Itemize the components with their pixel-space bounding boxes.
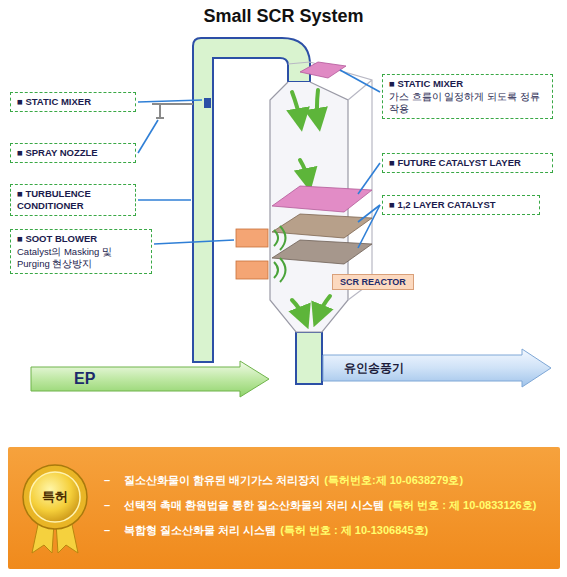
callout-box: ■ STATIC MIXER xyxy=(10,92,136,112)
callout-box: ■ SOOT BLOWERCatalyst의 Masking 및 Purging… xyxy=(10,229,152,274)
static-mixer-plate xyxy=(300,62,346,78)
patent-medal: 특허 xyxy=(20,463,90,555)
arrow-shape xyxy=(30,360,270,398)
callout-heading: ■ STATIC MIXER xyxy=(389,78,546,90)
leader-line xyxy=(154,240,234,244)
wave xyxy=(274,262,278,278)
reactor-label: SCR REACTOR xyxy=(332,274,414,290)
patent-line: – 선택적 촉매 환원법을 통한 질소산화물의 처리 시스템 (특허 번호 : 제 … xyxy=(104,498,536,513)
leader-line xyxy=(358,205,380,248)
flow-arrow xyxy=(317,90,318,120)
arrow-body xyxy=(31,361,269,397)
flow-arrow xyxy=(292,300,304,318)
diagram-title: Small SCR System xyxy=(0,6,567,27)
patent-number: (특허 번호 : 제 10-0833126호) xyxy=(388,499,536,511)
patent-title: 질소산화물이 함유된 배기가스 처리장치 xyxy=(124,474,320,486)
leader-line xyxy=(358,205,380,222)
callout-heading: ■ STATIC MIXER xyxy=(17,96,129,108)
patent-title: 선택적 촉매 환원법을 통한 질소산화물의 처리 시스템 xyxy=(124,499,384,511)
scr-reactor-body xyxy=(270,62,372,332)
leader-line xyxy=(138,100,202,102)
callout-heading: ■ 1,2 LAYER CATALYST xyxy=(389,199,533,211)
arrow-label: EP xyxy=(74,370,95,388)
callout-note: Catalyst의 Masking 및 Purging 현상방지 xyxy=(17,246,145,270)
flow-arrow xyxy=(292,92,300,120)
bullet-dash: – xyxy=(104,524,110,536)
patent-band: – 질소산화물이 함유된 배기가스 처리장치 (특허번호:제 10-0638279호… xyxy=(8,447,560,569)
arrow-body xyxy=(323,349,551,387)
spray-nozzle xyxy=(159,104,161,118)
callout-box: ■ 1,2 LAYER CATALYST xyxy=(382,195,540,215)
arrow-label: 유인송풍기 xyxy=(344,360,404,377)
fan-outlet-arrow: 유인송풍기 xyxy=(322,348,552,388)
flow-arrow xyxy=(318,296,330,316)
callout-box: ■ SPRAY NOZZLE xyxy=(10,143,136,163)
leader-lines xyxy=(138,70,380,248)
ep-inlet-arrow: EP xyxy=(30,360,270,398)
leader-line xyxy=(358,163,380,194)
static-mixer-block xyxy=(204,98,211,108)
medal-label: 특허 xyxy=(20,488,90,506)
soot-blower xyxy=(236,261,268,279)
callout-heading: ■ SOOT BLOWER xyxy=(17,233,145,245)
patent-line: – 복합형 질소산화물 처리 시스템 (특허 번호 : 제 10-1306845호) xyxy=(104,523,428,538)
catalyst-layer-2 xyxy=(272,240,372,264)
bullet-dash: – xyxy=(104,499,110,511)
soot-blower xyxy=(236,229,268,247)
callout-box: ■ TURBULENCE CONDITIONER xyxy=(10,184,136,216)
patent-number: (특허 번호 : 제 10-1306845호) xyxy=(280,524,428,536)
wave xyxy=(274,230,278,246)
spray-nozzle-tip xyxy=(156,117,164,119)
leader-line xyxy=(138,199,191,201)
wave xyxy=(280,226,286,250)
callout-box: ■ STATIC MIXER가스 흐름이 일정하게 되도록 정류작용 xyxy=(382,74,553,119)
callout-heading: ■ TURBULENCE CONDITIONER xyxy=(17,188,129,212)
catalyst-layer-1 xyxy=(272,214,372,238)
medal-shape xyxy=(20,463,90,555)
leader-line xyxy=(138,120,158,153)
patent-line: – 질소산화물이 함유된 배기가스 처리장치 (특허번호:제 10-0638279호… xyxy=(104,473,463,488)
wave xyxy=(280,258,286,282)
callout-heading: SCR REACTOR xyxy=(340,277,406,287)
callout-box: ■ FUTURE CATALYST LAYER xyxy=(382,153,553,173)
reactor-back xyxy=(288,62,372,300)
callout-heading: ■ SPRAY NOZZLE xyxy=(17,147,129,159)
callout-note: 가스 흐름이 일정하게 되도록 정류작용 xyxy=(389,91,546,115)
bullet-dash: – xyxy=(104,474,110,486)
outlet-duct xyxy=(296,332,322,384)
callout-heading: ■ FUTURE CATALYST LAYER xyxy=(389,157,546,169)
flow-arrow xyxy=(300,160,308,180)
future-catalyst-layer xyxy=(272,186,372,212)
patent-number: (특허번호:제 10-0638279호) xyxy=(324,474,463,486)
leader-line xyxy=(340,70,380,92)
spray-pipe xyxy=(152,103,193,105)
patent-title: 복합형 질소산화물 처리 시스템 xyxy=(124,524,276,536)
soot-blow-waves xyxy=(274,226,286,282)
